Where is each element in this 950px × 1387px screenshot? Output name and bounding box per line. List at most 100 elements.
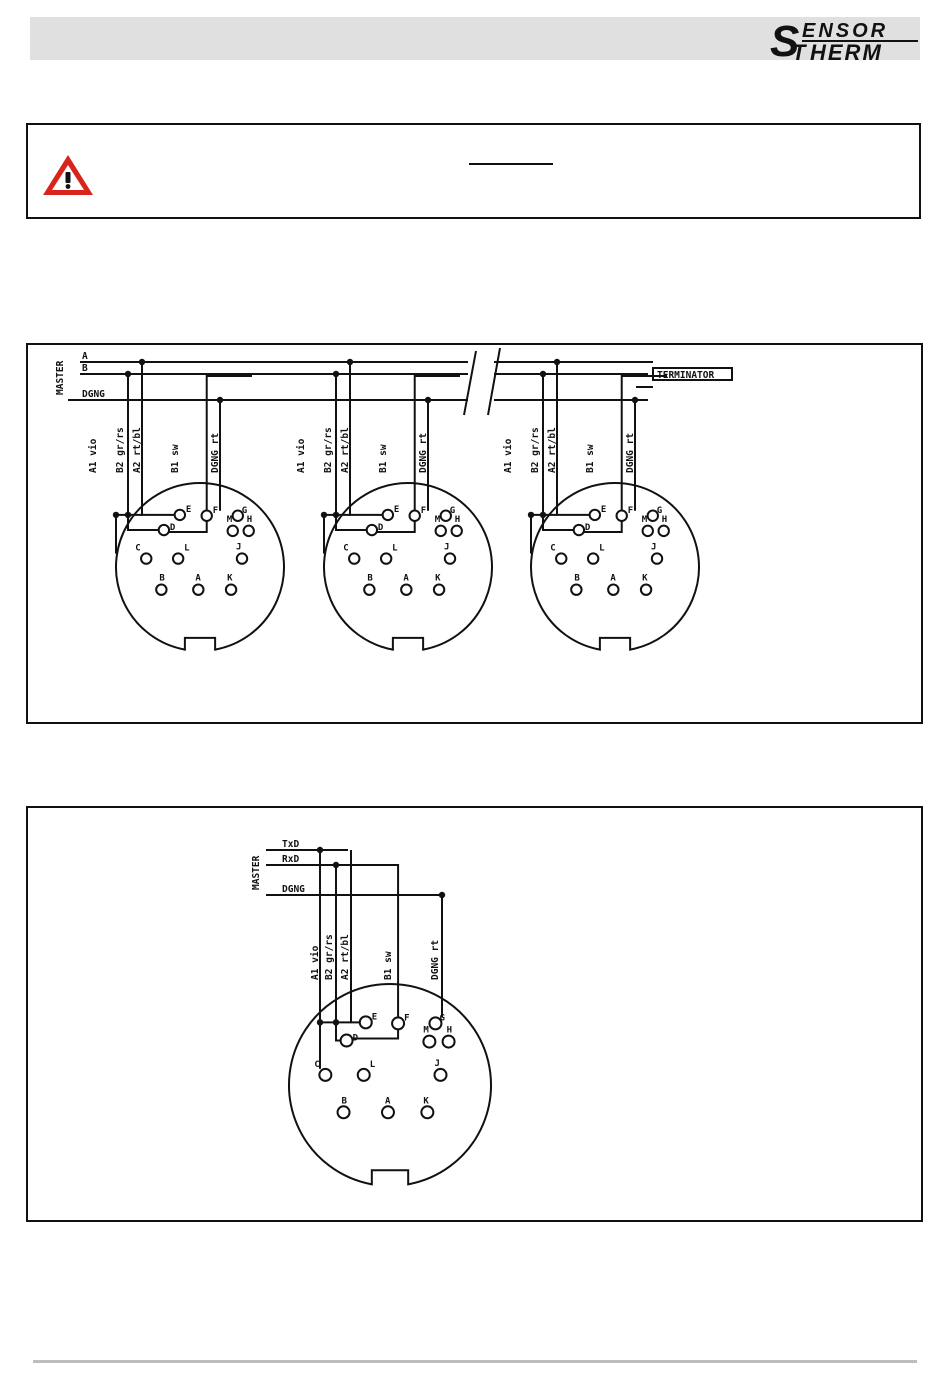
single-wire-label-b2: B2 gr/rs xyxy=(324,934,335,980)
connector-1-pin-label-M: M xyxy=(227,515,233,525)
connector-1-pin-label-F: F xyxy=(213,506,218,516)
connector-1-wire-label-a1: A1 vio xyxy=(88,438,99,473)
connector-3-pin-label-H: H xyxy=(662,515,667,525)
connector-2-pin-D xyxy=(365,523,379,537)
connector-3-pin-A xyxy=(607,583,620,596)
connector-1-wire-label-b1: B1 sw xyxy=(170,444,181,473)
connector-single-pin-label-L: L xyxy=(370,1060,376,1070)
connector-3-wire-label-b1: B1 sw xyxy=(585,444,596,473)
connector-1-tap-b xyxy=(124,370,132,378)
single-line-label-dgng: DGNG xyxy=(282,884,305,895)
single-wire-b1 xyxy=(388,864,400,1018)
warning-box xyxy=(26,123,921,219)
connector-3-pin-G xyxy=(646,509,659,522)
single-line-label-rxd: RxD xyxy=(282,854,299,865)
connector-2-wire-label-dgng: DGNG rt xyxy=(418,433,429,473)
connector-2-pin-M xyxy=(434,524,447,538)
connector-3-pin-K xyxy=(639,583,653,596)
connector-3-pin-label-A: A xyxy=(610,574,616,584)
connector-1-wire-b1 xyxy=(205,375,252,511)
connector-2-wire-d-f xyxy=(376,520,416,534)
connector-1-pin-G xyxy=(231,509,245,522)
warning-underline xyxy=(469,163,553,165)
connector-single-pin-F xyxy=(391,1016,406,1031)
bus-break-mark-left xyxy=(463,350,477,416)
connector-1-pin-H xyxy=(242,524,255,538)
connector-2-pin-label-C: C xyxy=(343,544,348,554)
connector-2-pin-label-K: K xyxy=(435,574,441,584)
connector-2-pin-label-M: M xyxy=(435,515,441,525)
connector-1-pin-D xyxy=(157,523,171,537)
connector-1-pin-K xyxy=(224,583,238,596)
connector-1-pin-label-K: K xyxy=(227,574,233,584)
connector-single-pin-label-B: B xyxy=(342,1096,348,1106)
connector-2-outline xyxy=(323,482,493,651)
connector-3-wire-b1 xyxy=(620,375,667,511)
connector-1-junction-b2 xyxy=(124,511,132,519)
connector-3-wire-label-a1: A1 vio xyxy=(503,438,514,473)
single-junction-b2 xyxy=(332,1019,340,1026)
connector-2-pin-label-E: E xyxy=(394,505,399,515)
connector-3-pin-label-C: C xyxy=(550,544,555,554)
connector-2-wire-label-a2: A2 rt/bl xyxy=(340,427,351,473)
connector-single-outline xyxy=(288,983,492,1186)
footer-rule xyxy=(33,1360,917,1363)
connector-3-pin-D xyxy=(572,523,586,537)
connector-single-pin-label-K: K xyxy=(423,1096,429,1106)
connector-1-pin-label-D: D xyxy=(170,523,176,533)
connector-single-pin-C xyxy=(318,1067,333,1082)
terminator-box xyxy=(652,367,733,381)
connector-single-pin-label-F: F xyxy=(404,1013,409,1023)
connector-single-pin-label-M: M xyxy=(423,1026,429,1036)
connector-single-pin-E xyxy=(358,1015,373,1030)
logo-initial-s: S xyxy=(770,17,799,66)
connector-3-pin-label-L: L xyxy=(599,544,605,554)
connector-2-pin-H xyxy=(450,524,463,538)
single-wire-label-b1: B1 sw xyxy=(383,951,394,980)
connector-3-pin-M xyxy=(641,524,654,538)
connector-2-junction-a1 xyxy=(320,511,328,519)
connector-2-pin-label-D: D xyxy=(378,523,384,533)
line-label-dgng: DGNG xyxy=(82,389,105,400)
connector-2-wire-label-b2: B2 gr/rs xyxy=(323,427,334,473)
connector-3-pin-label-K: K xyxy=(642,574,648,584)
connector-2-pin-label-B: B xyxy=(367,574,373,584)
connector-single-pin-label-E: E xyxy=(372,1012,377,1022)
logo-word-bottom: HERM xyxy=(810,40,883,65)
single-wire-b2 xyxy=(335,865,341,1042)
connector-2-pin-E xyxy=(381,508,395,522)
connector-2-pin-B xyxy=(363,583,376,596)
connector-1-pin-label-C: C xyxy=(135,544,140,554)
logo-initial-t: T xyxy=(792,40,807,65)
connector-1-tap-a xyxy=(138,358,146,366)
connector-2-tap-a xyxy=(346,358,354,366)
single-tap-txd xyxy=(316,846,324,854)
connector-3-tap-a xyxy=(553,358,561,366)
connector-single-pin-label-C: C xyxy=(314,1060,319,1070)
single-wire-a2 xyxy=(350,850,360,1024)
bus-break-mark-right xyxy=(487,347,501,416)
connector-single-pin-L xyxy=(356,1067,371,1082)
connector-3-junction-b2 xyxy=(539,511,547,519)
connector-3-wire-d-f xyxy=(583,520,623,534)
connector-2-pin-C xyxy=(348,552,361,565)
connector-single-pin-B xyxy=(336,1105,351,1120)
connector-3-wire-label-a2: A2 rt/bl xyxy=(547,427,558,473)
connector-3-wire-label-dgng: DGNG rt xyxy=(625,433,636,473)
logo-word-top: ENSOR xyxy=(802,20,888,42)
connector-2-pin-label-J: J xyxy=(444,543,449,553)
connector-3-wire-label-b2: B2 gr/rs xyxy=(530,427,541,473)
connector-single-pin-label-H: H xyxy=(447,1026,452,1036)
connector-single-pin-A xyxy=(380,1105,395,1120)
connector-1-pin-F xyxy=(200,509,213,522)
connector-1-wire-label-a2: A2 rt/bl xyxy=(132,427,143,473)
connector-1-pin-label-B: B xyxy=(159,574,165,584)
connector-single-pin-label-J: J xyxy=(435,1059,440,1069)
connector-1-tap-dgng xyxy=(216,396,224,404)
connector-single-pin-label-G: G xyxy=(439,1013,444,1023)
connector-2-wire-label-b1: B1 sw xyxy=(378,444,389,473)
connector-1-wire-b2 xyxy=(127,374,159,532)
connector-single-pin-J xyxy=(433,1067,448,1082)
